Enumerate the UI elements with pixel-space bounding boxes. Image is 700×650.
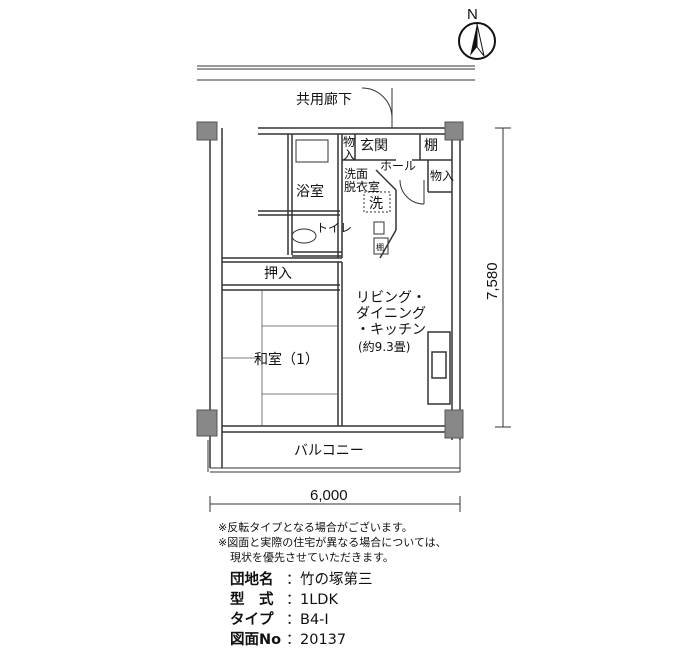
label-cabinet: 棚 bbox=[376, 242, 384, 252]
info-value: 竹の塚第三 bbox=[300, 572, 373, 588]
label-toilet: トイレ bbox=[316, 221, 352, 235]
label-corridor: 共用廊下 bbox=[296, 91, 352, 108]
label-bath: 浴室 bbox=[296, 183, 324, 200]
label-washer: 洗 bbox=[369, 196, 383, 212]
dimension-lines bbox=[209, 127, 511, 512]
compass-icon: N bbox=[458, 6, 496, 60]
label-closet: 押入 bbox=[264, 266, 292, 282]
info-row-complex: 団地名：竹の塚第三 bbox=[230, 572, 373, 588]
fixtures bbox=[291, 139, 391, 255]
info-label: 団地名 bbox=[230, 572, 274, 588]
info-row-type: 型 式：1LDK bbox=[230, 592, 338, 608]
label-balcony: バルコニー bbox=[294, 443, 364, 459]
balcony-lines bbox=[207, 440, 461, 473]
info-label: タイプ bbox=[230, 612, 274, 628]
note-2: ※図面と実際の住宅が異なる場合については、 bbox=[218, 536, 447, 549]
dimension-height: 7,580 bbox=[484, 262, 501, 300]
label-hall: ホール bbox=[380, 159, 416, 173]
doors bbox=[361, 87, 425, 205]
property-info: 団地名：竹の塚第三 型 式：1LDK タイプ：B4-Ⅰ 図面No：20137 bbox=[230, 570, 373, 650]
washer-icon bbox=[363, 191, 391, 213]
info-row-variant: タイプ：B4-Ⅰ bbox=[230, 612, 329, 628]
label-shelf: 棚 bbox=[424, 138, 438, 154]
label-ldk-3: ・キッチン bbox=[356, 322, 426, 338]
info-label: 図面No bbox=[230, 632, 282, 648]
label-storage-right: 物入 bbox=[430, 169, 454, 183]
cabinet-icon bbox=[373, 237, 389, 255]
door-swing-hall bbox=[399, 179, 425, 205]
columns bbox=[196, 121, 464, 439]
tatami-grid bbox=[222, 290, 338, 426]
label-storage-entry-1: 物 bbox=[343, 135, 355, 149]
compass-label: N bbox=[467, 6, 478, 23]
corridor-lines bbox=[197, 65, 475, 81]
info-value: B4-Ⅰ bbox=[300, 612, 329, 628]
notes: ※反転タイプとなる場合がございます。 ※図面と実際の住宅が異なる場合については、… bbox=[218, 520, 447, 565]
note-3: 現状を優先させていただきます。 bbox=[230, 551, 394, 564]
bathtub-icon bbox=[295, 139, 329, 163]
label-washroom-1: 洗面 bbox=[344, 167, 368, 181]
toilet-icon bbox=[291, 228, 317, 244]
label-ldk-1: リビング・ bbox=[356, 290, 426, 306]
door-swing-entry bbox=[361, 87, 393, 119]
label-ldk-2: ダイニング bbox=[356, 306, 426, 322]
note-1: ※反転タイプとなる場合がございます。 bbox=[218, 521, 413, 534]
label-washroom-2: 脱衣室 bbox=[344, 179, 380, 194]
info-row-drawing-no: 図面No：20137 bbox=[230, 632, 347, 648]
label-washitsu: 和室（1） bbox=[254, 351, 319, 368]
label-ldk-size: (約9.3畳) bbox=[358, 339, 410, 354]
dimension-width: 6,000 bbox=[310, 487, 348, 504]
label-storage-entry-2: 入 bbox=[343, 148, 355, 162]
sink-icon bbox=[373, 221, 385, 235]
info-value: 1LDK bbox=[300, 592, 338, 608]
info-value: 20137 bbox=[300, 632, 347, 648]
label-entrance: 玄関 bbox=[360, 137, 388, 154]
info-label: 型 式 bbox=[230, 592, 274, 608]
